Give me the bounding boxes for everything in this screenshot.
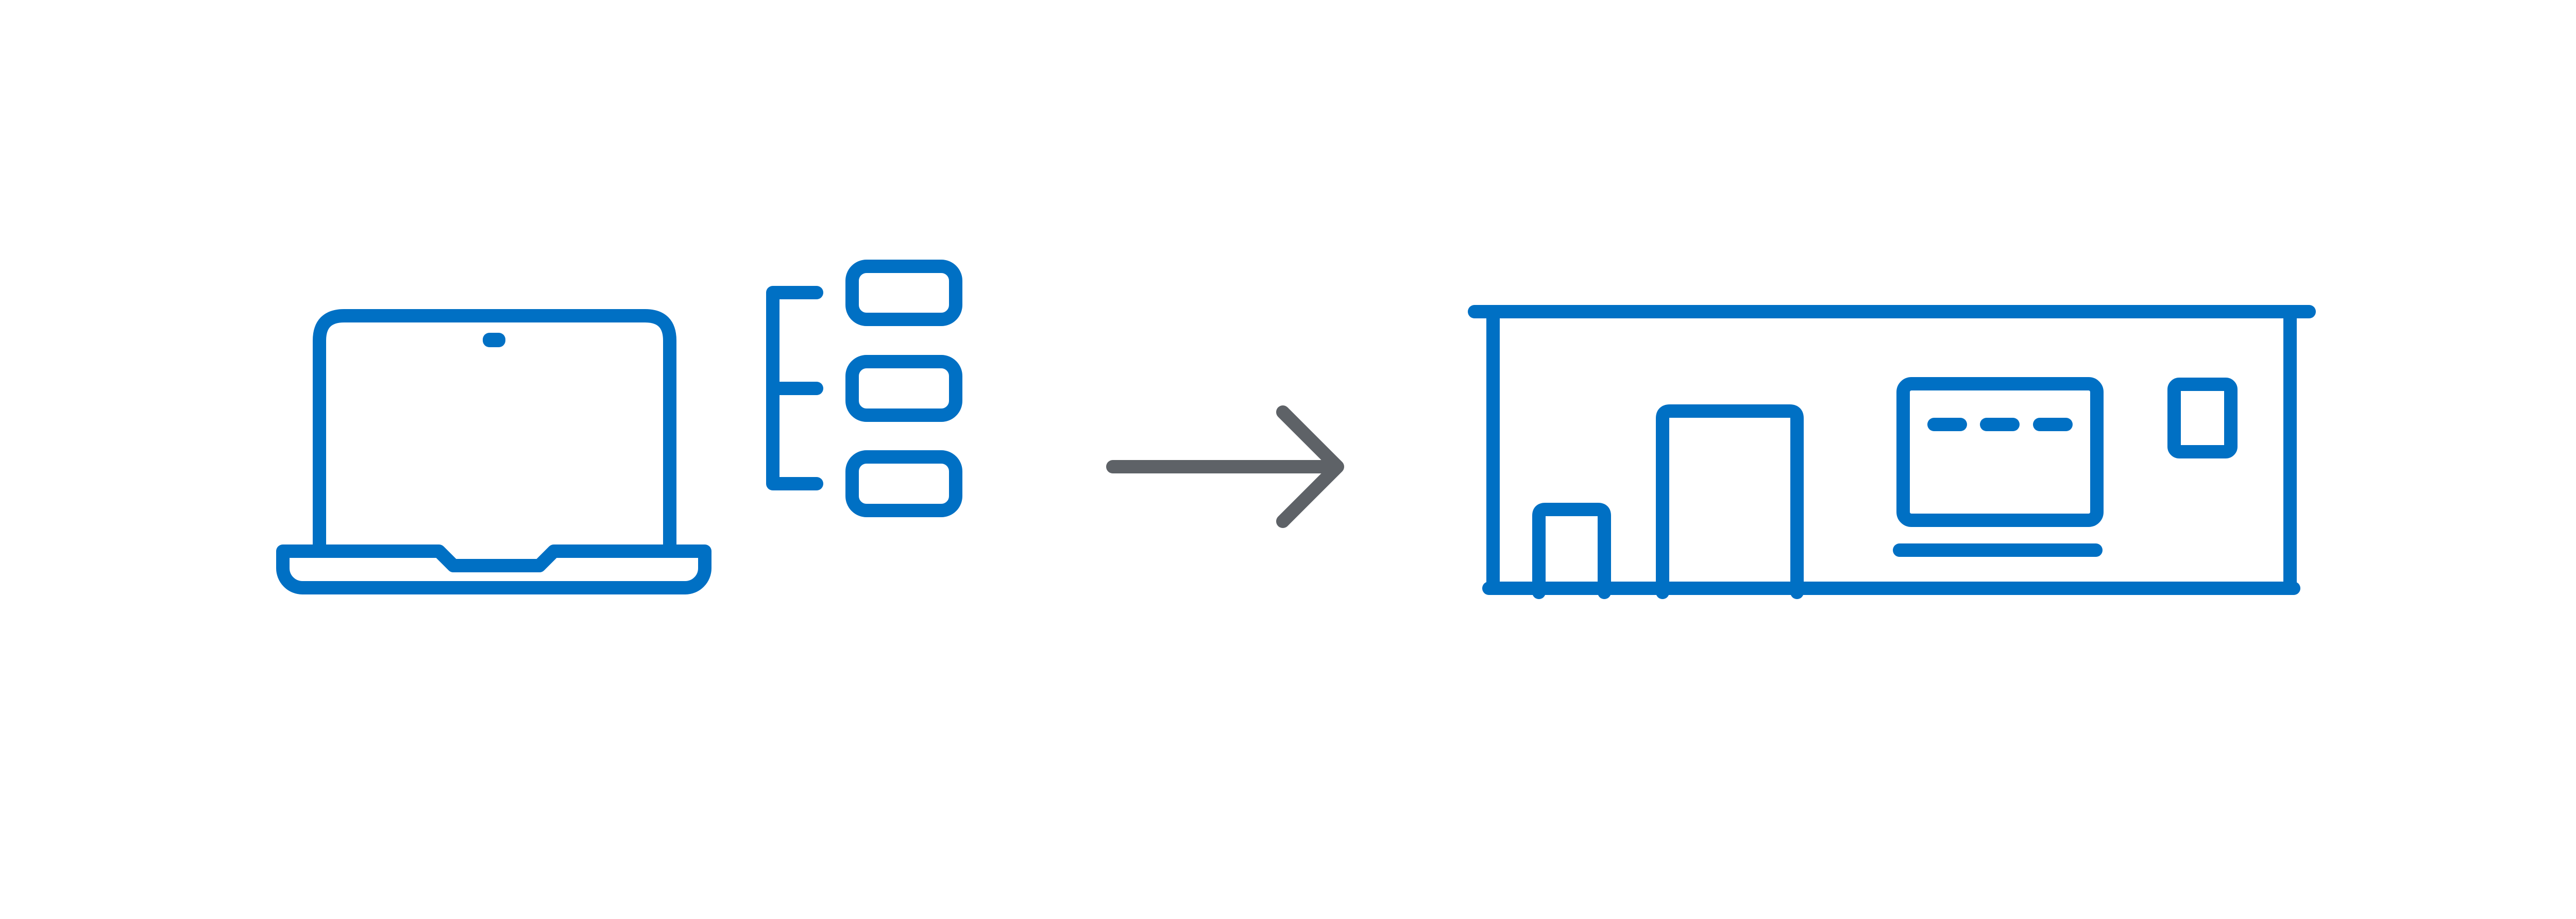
storefront-building-icon [1468, 305, 2316, 599]
arrow-head [1276, 405, 1344, 528]
laptop-screen [313, 309, 676, 554]
building-right-window [2167, 378, 2238, 458]
sign-dash-2 [1980, 418, 2020, 431]
building-door [1656, 404, 1804, 599]
tree-node-box-bottom [845, 450, 962, 517]
tree-connector-line [766, 286, 823, 490]
laptop-base [276, 544, 711, 594]
sign-dash-1 [1927, 418, 1967, 431]
arrow-right-icon [1106, 405, 1344, 528]
building-small-box [1532, 503, 1611, 599]
laptop-camera-dot-icon [483, 333, 505, 347]
hierarchy-tree-icon [766, 260, 962, 517]
building-sign-window [1896, 377, 2104, 527]
tree-node-box-middle [845, 355, 962, 422]
tree-node-box-top [845, 260, 962, 326]
sign-dash-3 [2033, 418, 2073, 431]
laptop-icon [276, 309, 711, 594]
